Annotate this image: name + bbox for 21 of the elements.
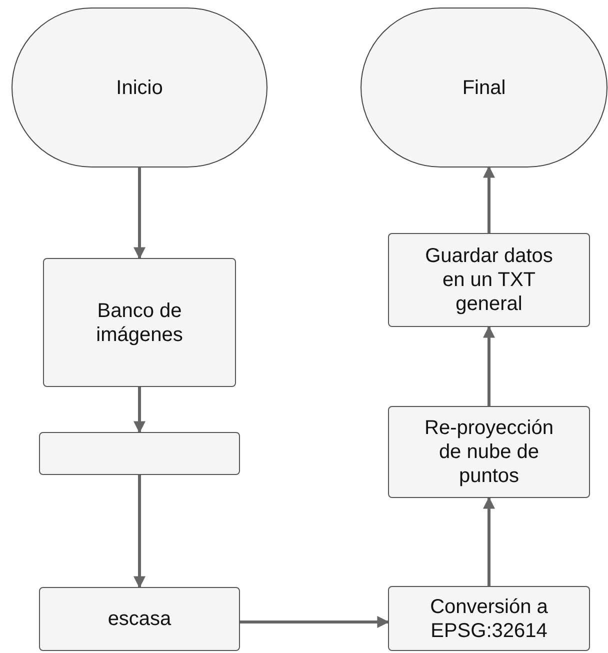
arrow xyxy=(134,167,146,260)
process-box xyxy=(39,432,240,475)
arrow xyxy=(134,475,146,588)
terminal-label: Final xyxy=(461,76,507,100)
process-box xyxy=(388,233,590,327)
process-label: Conversión a EPSG:32614 xyxy=(429,594,549,642)
arrow xyxy=(483,326,495,406)
terminal-shape xyxy=(360,8,608,168)
process-label: Guardar datos en un TXT general xyxy=(424,244,554,316)
process-box xyxy=(39,587,240,651)
process-label: escasa xyxy=(106,607,172,631)
process-label: Re-proyección de nube de puntos xyxy=(424,416,554,488)
process-label: Banco de imágenes xyxy=(95,298,184,346)
arrow xyxy=(483,496,495,586)
arrow xyxy=(483,166,495,233)
arrow xyxy=(240,616,390,628)
terminal-label: Inicio xyxy=(115,76,164,100)
arrow xyxy=(134,387,146,434)
process-box xyxy=(388,406,590,498)
process-box xyxy=(43,258,236,387)
process-box xyxy=(388,586,590,651)
